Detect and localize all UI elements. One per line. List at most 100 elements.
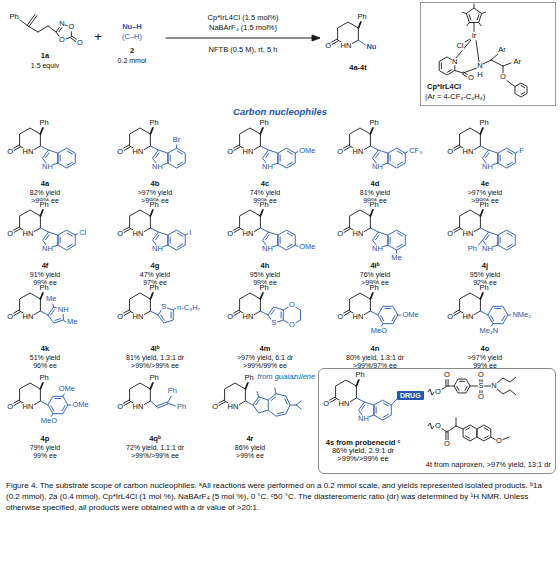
atom-label: NH bbox=[372, 163, 384, 171]
bond-line bbox=[463, 12, 467, 13]
ring-outline bbox=[388, 148, 405, 168]
bond-line bbox=[392, 316, 395, 321]
yield-text: >97% yield bbox=[468, 189, 502, 196]
bond-line bbox=[52, 304, 54, 307]
bond-line bbox=[177, 151, 182, 154]
bond-line bbox=[63, 320, 65, 322]
ee-text: >99%/>99% ee bbox=[131, 452, 179, 459]
compound-number: 4a bbox=[41, 180, 49, 188]
yield-text: 76% yield bbox=[360, 271, 390, 278]
bond-line bbox=[502, 437, 509, 440]
bond-line bbox=[495, 308, 501, 309]
bond-line bbox=[456, 418, 457, 426]
bond-line bbox=[482, 12, 486, 13]
atom-label: Ph bbox=[369, 201, 379, 209]
atom-label: n-C₃H₇ bbox=[177, 304, 201, 312]
compound-number: 1a bbox=[41, 52, 49, 60]
bond-line bbox=[447, 386, 454, 387]
atom-label: O bbox=[7, 403, 14, 411]
atom-label: OMe bbox=[72, 401, 89, 409]
compound-number: 4m bbox=[260, 345, 271, 353]
bond-line bbox=[51, 310, 55, 315]
ee-text: >99%/>99% ee bbox=[131, 362, 179, 369]
compound-number: 4iᵇ bbox=[370, 262, 379, 270]
atom-label: NH bbox=[42, 163, 54, 171]
bond-line bbox=[447, 426, 456, 432]
bond-line bbox=[55, 319, 61, 321]
bond-line bbox=[296, 405, 301, 409]
atom-label: Ph bbox=[39, 284, 49, 292]
bond-line bbox=[445, 379, 446, 386]
ring-outline bbox=[278, 230, 295, 250]
bond-line bbox=[271, 310, 275, 315]
bond-line bbox=[370, 311, 378, 315]
reagent-label: Nu–H bbox=[122, 23, 142, 31]
atom-label: O bbox=[117, 230, 124, 238]
bond-line bbox=[358, 22, 361, 29]
ee-text: >99%/99% ee bbox=[243, 362, 287, 369]
atom-label: O bbox=[478, 393, 485, 401]
bond-line bbox=[150, 210, 153, 217]
bond-line bbox=[332, 41, 339, 45]
atom-label: HN bbox=[227, 403, 239, 411]
bond-line bbox=[28, 26, 38, 32]
ring-outline bbox=[466, 8, 481, 22]
bond-line bbox=[491, 316, 494, 321]
atom-label: MeO bbox=[40, 417, 57, 425]
bond-line bbox=[445, 432, 446, 440]
bond-line bbox=[344, 312, 351, 316]
bond-line bbox=[63, 394, 65, 397]
ee-text: 99% ee bbox=[33, 452, 57, 459]
atom-label: N bbox=[452, 58, 458, 66]
bond-line bbox=[397, 233, 402, 236]
node-text: 86% yield, 2.9:1 dr bbox=[332, 447, 394, 455]
bond-line bbox=[479, 240, 483, 245]
bond-line bbox=[67, 233, 72, 236]
bond-line bbox=[40, 228, 48, 232]
bond-line bbox=[278, 412, 284, 413]
compound-number: 4j bbox=[482, 262, 488, 270]
atom-label: Ph bbox=[479, 201, 489, 209]
bond-line bbox=[507, 233, 512, 236]
ee-text: >99% ee bbox=[236, 452, 264, 459]
atom-label: N bbox=[59, 20, 65, 28]
node-text: (Ar = 4-CF₃-C₆H₄) bbox=[425, 93, 485, 101]
atom-label: OMe bbox=[299, 147, 316, 155]
bond-line bbox=[454, 147, 461, 151]
condition-text: NFTB (0.5 M), rt, 5 h bbox=[209, 46, 278, 54]
atom-label: O bbox=[337, 230, 344, 238]
bond-line bbox=[390, 237, 391, 243]
bond-line bbox=[465, 386, 467, 390]
yield-text: 74% yield bbox=[250, 189, 280, 196]
bond-line bbox=[67, 151, 72, 154]
bond-line bbox=[150, 293, 153, 300]
compound-number: 4h bbox=[261, 262, 270, 270]
condition-text: NaBArF₄ (1.5 mol%) bbox=[209, 24, 277, 32]
atom-label: F bbox=[519, 147, 525, 155]
bond-line bbox=[280, 237, 281, 243]
bond-line bbox=[381, 316, 384, 321]
bond-line bbox=[266, 153, 270, 158]
atom-label: Ph bbox=[467, 245, 477, 253]
atom-label: O bbox=[323, 400, 330, 408]
bond-line bbox=[428, 389, 434, 395]
bond-line bbox=[167, 396, 171, 403]
bond-line bbox=[456, 40, 471, 58]
bond-line bbox=[485, 386, 491, 387]
yield-text: 72% yield, 1.1:1 dr bbox=[126, 444, 184, 451]
atom-label: NH bbox=[152, 163, 164, 171]
bond-line bbox=[40, 293, 43, 300]
bond-line bbox=[376, 407, 377, 413]
bond-line bbox=[166, 38, 314, 39]
ring-outline bbox=[48, 396, 68, 413]
atom-label: NH bbox=[358, 415, 370, 423]
bond-line bbox=[46, 235, 50, 240]
atom-label: O bbox=[325, 42, 332, 50]
bond-line bbox=[173, 308, 175, 310]
atom-label: O bbox=[7, 230, 14, 238]
bond-line bbox=[14, 147, 21, 151]
yield-text: 81% yield, 1.3:1 dr bbox=[126, 354, 184, 361]
atom-label: Ph bbox=[369, 284, 379, 292]
bond-line bbox=[275, 388, 276, 394]
bond-line bbox=[124, 312, 131, 316]
